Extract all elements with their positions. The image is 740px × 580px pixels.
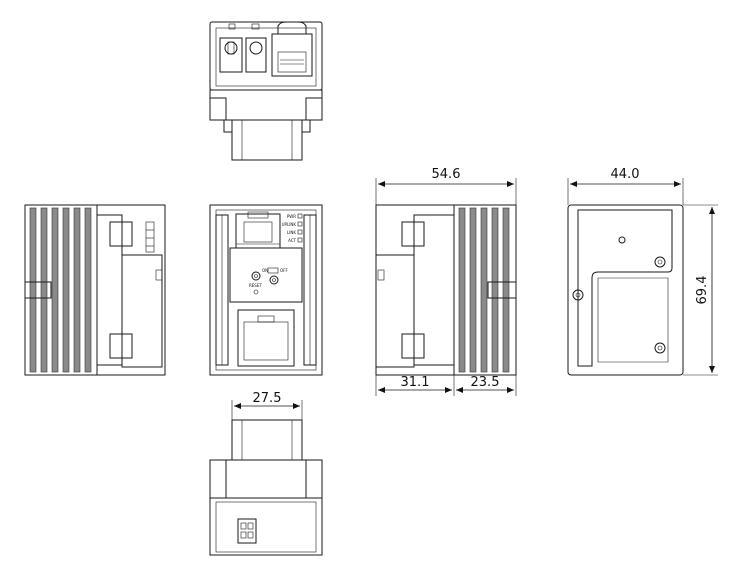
cooling-fin bbox=[73, 207, 81, 373]
dimension-depth-total: 54.6 bbox=[375, 167, 517, 205]
dim-front-width-label: 27.5 bbox=[253, 391, 282, 406]
cooling-fin bbox=[502, 207, 510, 373]
led-label-link: LINK bbox=[287, 230, 296, 235]
dim-depth-front-label: 31.1 bbox=[401, 375, 430, 390]
cooling-fins-right bbox=[458, 207, 510, 373]
front-view: PWR UPLINK LINK ACT RESET ON OFF bbox=[209, 204, 323, 376]
right-side-view bbox=[375, 204, 517, 376]
dim-depth-rear-label: 23.5 bbox=[471, 375, 500, 390]
dimension-height: 69.4 bbox=[683, 204, 718, 376]
cooling-fins-left bbox=[29, 207, 92, 373]
cooling-fin bbox=[480, 207, 488, 373]
led-label-uplink: UPLINK bbox=[282, 222, 297, 227]
cooling-fin bbox=[458, 207, 466, 373]
cooling-fin bbox=[51, 207, 59, 373]
cooling-fin bbox=[469, 207, 477, 373]
cooling-fin bbox=[62, 207, 70, 373]
cooling-fin bbox=[29, 207, 37, 373]
dimension-front-width: 27.5 bbox=[231, 391, 303, 420]
cooling-fin bbox=[491, 207, 499, 373]
cooling-fin bbox=[84, 207, 92, 373]
led-label-pwr: PWR bbox=[287, 214, 296, 219]
back-view bbox=[567, 204, 684, 376]
led-label-act: ACT bbox=[288, 238, 296, 243]
left-side-view bbox=[24, 204, 166, 376]
cooling-fin bbox=[40, 207, 48, 373]
dimension-depth-split: 31.1 23.5 bbox=[375, 375, 517, 396]
bottom-view bbox=[209, 419, 323, 556]
top-view bbox=[209, 21, 323, 161]
switch-off-label: OFF bbox=[280, 268, 288, 273]
dimension-width-back: 44.0 bbox=[567, 167, 684, 205]
switch-on-label: ON bbox=[262, 268, 268, 273]
dim-depth-total-label: 54.6 bbox=[432, 167, 461, 182]
dim-height-label: 69.4 bbox=[695, 276, 710, 305]
reset-label: RESET bbox=[249, 283, 262, 288]
dim-width-back-label: 44.0 bbox=[611, 167, 640, 182]
